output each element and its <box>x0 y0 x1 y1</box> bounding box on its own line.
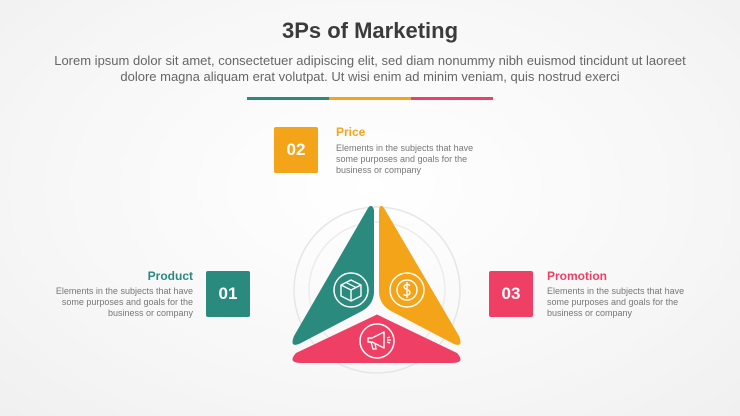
promotion-number: 03 <box>501 284 521 303</box>
page-title: 3Ps of Marketing <box>281 18 459 43</box>
price-title: Price <box>336 125 366 139</box>
product-segment <box>292 205 374 345</box>
price-description: Elements in the subjects that have some … <box>336 143 474 175</box>
promotion-number-box: 03 <box>489 271 533 317</box>
product-number-box: 01 <box>206 271 250 317</box>
outer-ring <box>293 206 461 374</box>
product-description: Elements in the subjects that have some … <box>55 286 193 318</box>
dollar-coin-icon <box>389 272 425 308</box>
page-subtitle: Lorem ipsum dolor sit amet, consectetuer… <box>54 53 686 84</box>
promotion-title: Promotion <box>547 269 607 283</box>
price-number: 02 <box>286 140 306 159</box>
megaphone-icon <box>359 323 395 359</box>
promotion-description: Elements in the subjects that have some … <box>547 286 685 318</box>
price-segment <box>379 205 461 345</box>
price-number-box: 02 <box>274 127 318 173</box>
product-number: 01 <box>218 284 238 303</box>
box-icon <box>333 272 369 308</box>
product-title: Product <box>147 269 193 283</box>
promotion-segment <box>292 314 461 363</box>
title-divider <box>247 97 493 100</box>
